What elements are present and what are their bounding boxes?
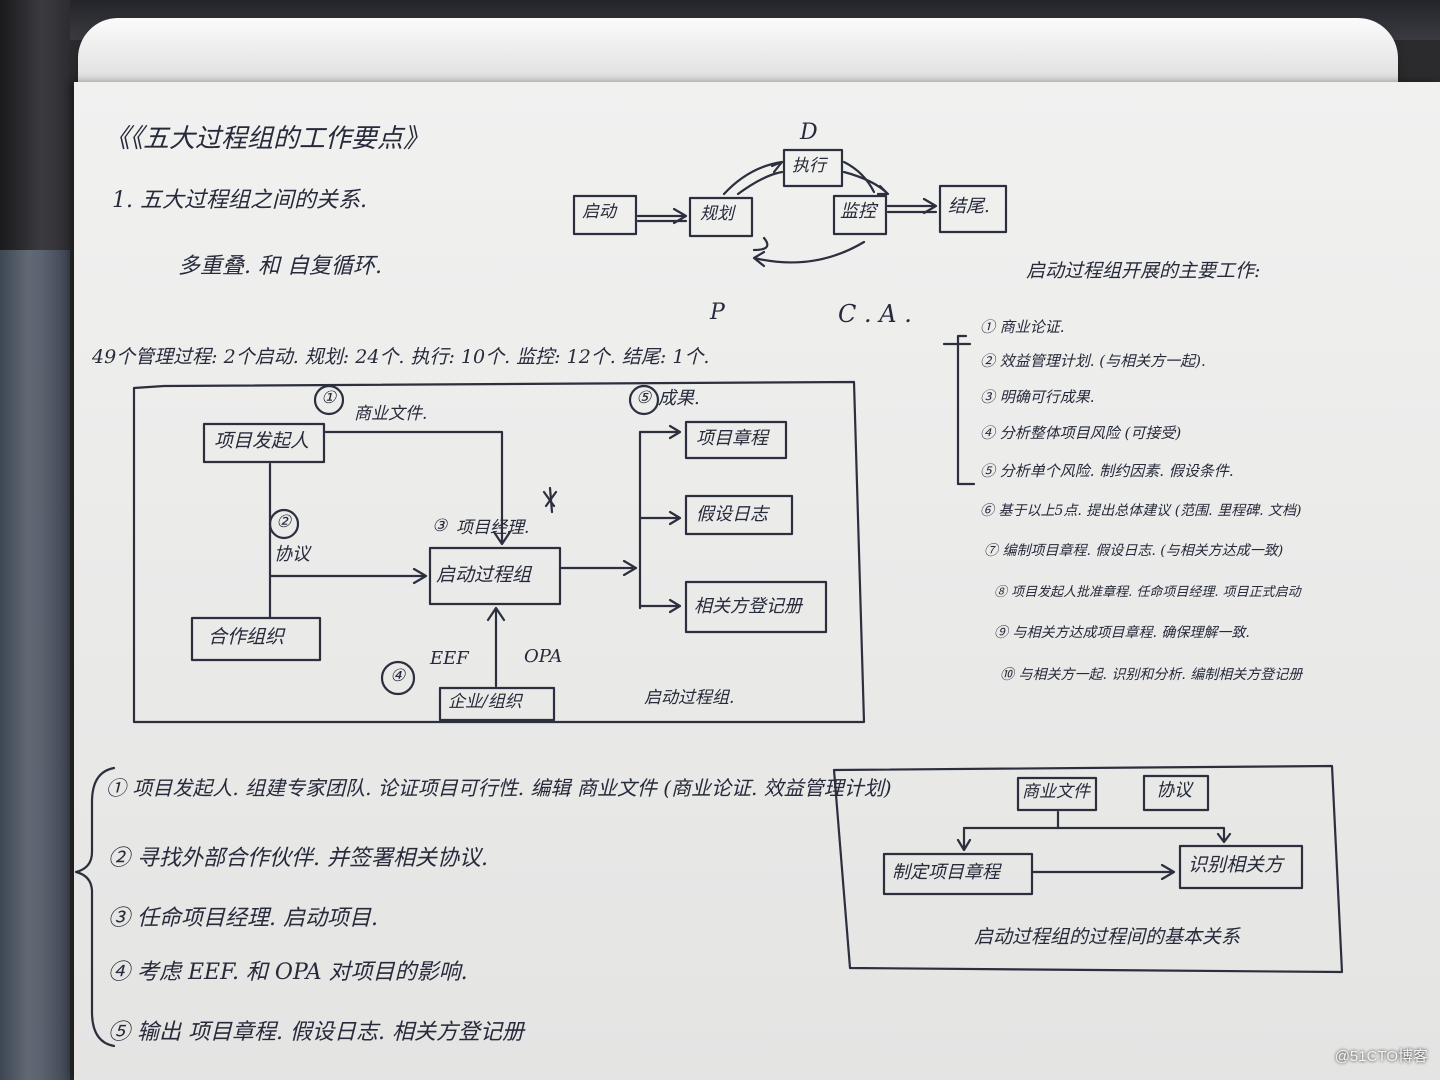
box-close: 结尾. — [948, 196, 990, 217]
processes-line: 49个管理过程: 2个启动. 规划: 24个. 执行: 10个. 监控: 12个… — [92, 346, 710, 368]
right-list-item-8: ⑧ 项目发起人批准章程. 任命项目经理. 项目正式启动 — [994, 585, 1301, 600]
label-d: D — [800, 120, 818, 145]
bottom-list-item-5: ⑤ 输出 项目章程. 假设日志. 相关方登记册 — [108, 1020, 524, 1045]
box-assumptions: 假设日志 — [696, 504, 768, 525]
notebook-page: 《《五大过程组的工作要点》 1. 五大过程组之间的关系. 多重叠. 和 自复循环… — [74, 82, 1440, 1080]
pdca-diagram — [572, 148, 1008, 268]
initiating-caption: 启动过程组. — [644, 688, 735, 708]
rel-business-doc: 商业文件 — [1022, 782, 1090, 802]
label-opa: OPA — [524, 646, 563, 667]
right-list-item-2: ② 效益管理计划. (与相关方一起). — [980, 352, 1206, 370]
bottom-brace — [74, 766, 116, 1048]
edge-agreement: 协议 — [274, 544, 310, 565]
rel-stakeholders: 识别相关方 — [1188, 854, 1284, 876]
right-list-item-5: ⑤ 分析单个风险. 制约因素. 假设条件. — [980, 462, 1234, 480]
right-list-item-10: ⑩ 与相关方一起. 识别和分析. 编制相关方登记册 — [1000, 667, 1303, 683]
right-list-item-4: ④ 分析整体项目风险 (可接受) — [980, 424, 1182, 442]
bottom-list-item-3: ③ 任命项目经理. 启动项目. — [108, 906, 378, 931]
section1-sub: 多重叠. 和 自复循环. — [178, 254, 382, 279]
box-group: 启动过程组 — [436, 564, 532, 586]
label-outputs: 成果. — [658, 388, 700, 409]
num-3: ③ — [432, 516, 448, 536]
edge-business-doc: 商业文件. — [354, 404, 428, 424]
right-list-item-1: ① 商业论证. — [980, 318, 1065, 336]
right-list-item-7: ⑦ 编制项目章程. 假设日志. (与相关方达成一致) — [984, 543, 1284, 559]
num-1: ① — [321, 388, 337, 408]
label-eef: EEF — [430, 648, 469, 669]
bottom-list-item-4: ④ 考虑 EEF. 和 OPA 对项目的影响. — [108, 960, 468, 985]
box-sponsor: 项目发起人 — [214, 430, 310, 452]
section1-heading: 1. 五大过程组之间的关系. — [112, 188, 367, 213]
right-list-heading: 启动过程组开展的主要工作: — [1026, 260, 1261, 282]
edge-project-manager: 项目经理. — [456, 518, 530, 538]
box-stakeholder-register: 相关方登记册 — [694, 596, 802, 617]
box-plan: 规划 — [700, 204, 734, 224]
right-list-item-9: ⑨ 与相关方达成项目章程. 确保理解一致. — [994, 625, 1250, 641]
box-start: 启动 — [582, 202, 616, 222]
rel-agreement: 协议 — [1156, 780, 1192, 801]
rel-charter: 制定项目章程 — [892, 862, 1000, 883]
initiating-frame — [132, 380, 866, 724]
label-p: P — [710, 300, 725, 325]
right-list-bracket — [956, 334, 976, 486]
box-partner: 合作组织 — [208, 626, 285, 648]
label-ca: C . A . — [838, 300, 912, 328]
box-charter: 项目章程 — [696, 428, 768, 449]
box-enterprise: 企业/组织 — [448, 692, 522, 712]
bottom-list-item-2: ② 寻找外部合作伙伴. 并签署相关协议. — [108, 846, 488, 871]
num-2: ② — [276, 512, 292, 532]
right-list-item-3: ③ 明确可行成果. — [980, 388, 1095, 406]
rel-caption: 启动过程组的过程间的基本关系 — [974, 926, 1241, 948]
box-execute: 执行 — [792, 156, 826, 176]
ink-drawings — [74, 148, 1344, 1048]
page-title: 《《五大过程组的工作要点》 — [104, 124, 430, 154]
bottom-list-item-1: ① 项目发起人. 组建专家团队. 论证项目可行性. 编辑 商业文件 (商业论证.… — [106, 776, 892, 800]
num-5: ⑤ — [636, 388, 652, 408]
right-list-item-6: ⑥ 基于以上5点. 提出总体建议 (范围. 里程碑. 文档) — [980, 503, 1302, 519]
relation-diagram — [832, 764, 1344, 974]
box-monitor: 监控 — [840, 201, 876, 222]
num-4: ④ — [390, 666, 406, 686]
notebook-stack-edge — [0, 250, 70, 1080]
watermark: @51CTO博客 — [1334, 1048, 1428, 1065]
